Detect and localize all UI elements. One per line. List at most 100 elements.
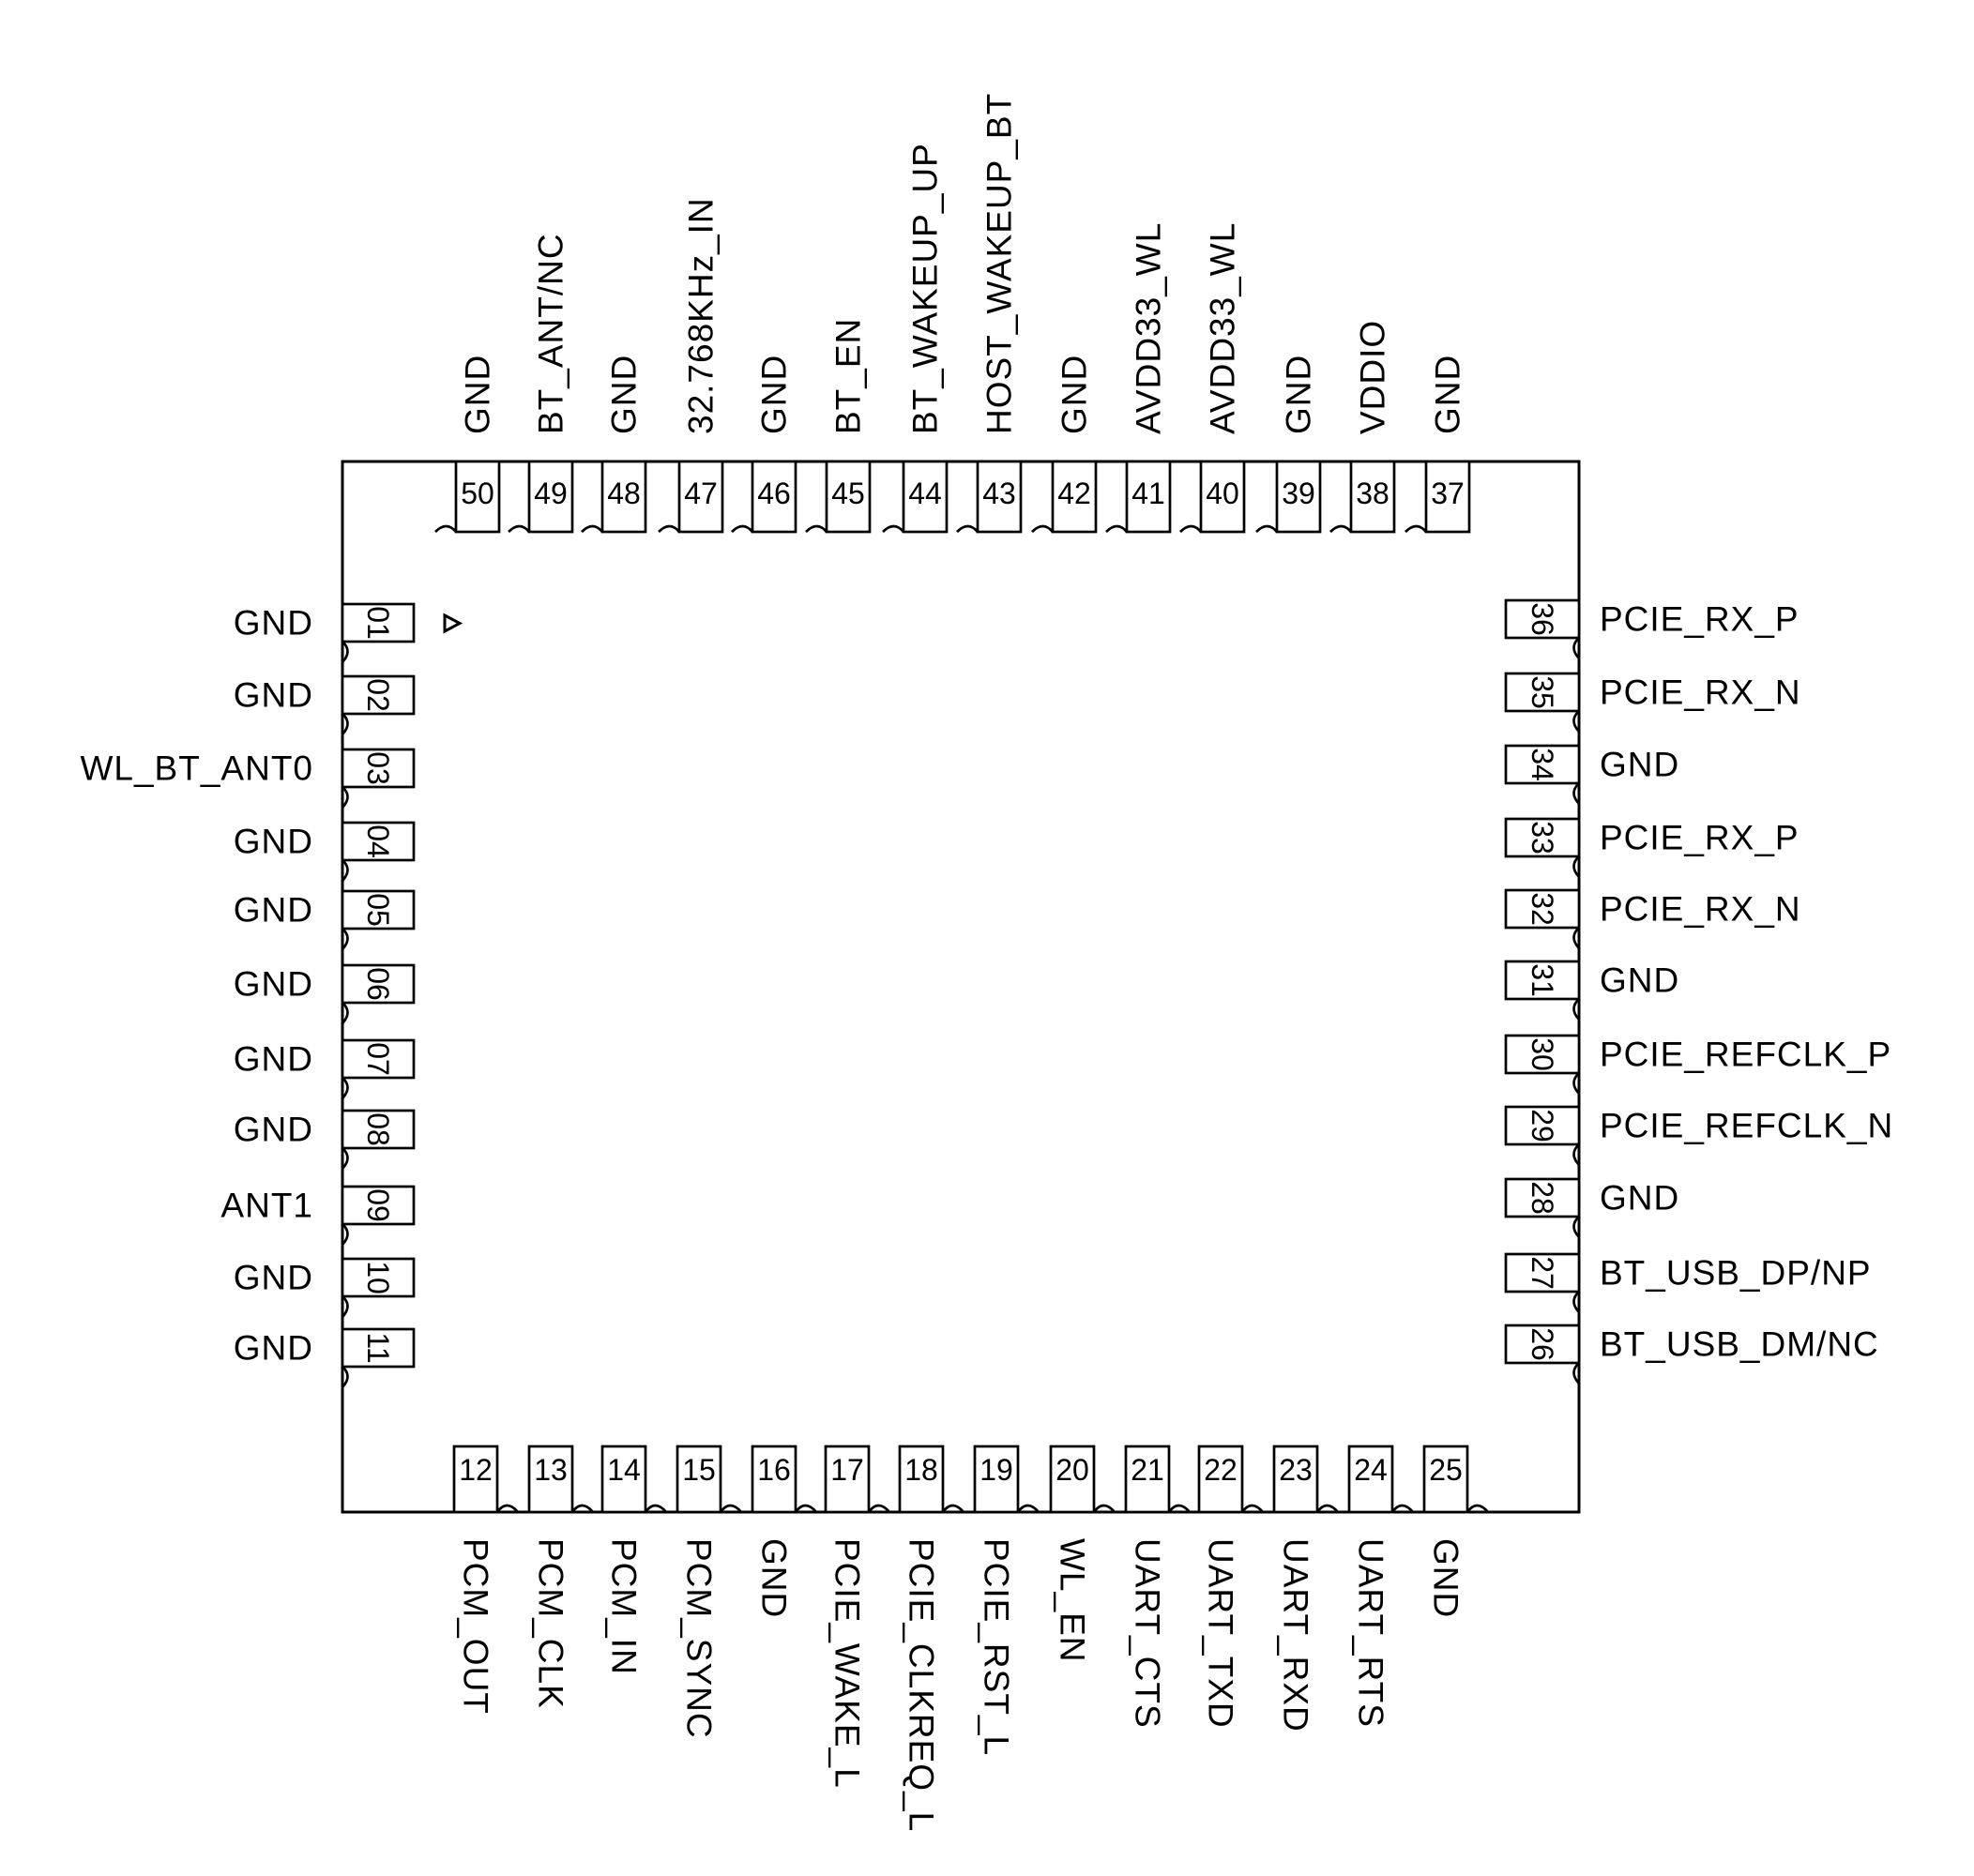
pin-edge-curve — [581, 524, 604, 533]
pin-number: 06 — [361, 967, 395, 1001]
pin-edge-curve — [941, 1504, 965, 1513]
pin-number: 43 — [982, 477, 1016, 510]
pin-number: 42 — [1057, 477, 1091, 510]
pin-number: 02 — [361, 678, 395, 712]
pin-box — [973, 1445, 1020, 1514]
pin-edge-curve — [1390, 1504, 1415, 1513]
pin-name: PCIE_REFCLK_P — [1600, 1036, 1891, 1074]
pin-edge-curve — [1572, 998, 1581, 1021]
pin-box — [452, 1445, 499, 1514]
pin-name: PCIE_CLKREQ_L — [903, 1538, 941, 1832]
pin-edge-curve — [644, 1504, 668, 1513]
pin-edge-curve — [658, 524, 681, 533]
pin-number: 34 — [1526, 748, 1559, 781]
pin-edge-curve — [341, 1077, 349, 1099]
pin-number: 07 — [361, 1042, 395, 1076]
pin-name: PCM_IN — [605, 1538, 644, 1675]
pin-number: 12 — [459, 1453, 493, 1487]
pin-name: PCIE_RX_P — [1600, 819, 1799, 857]
pin-box — [1504, 598, 1581, 640]
top-pin-group: 50GND49BT_ANT/NC48GND4732.768KHz_IN46GND… — [434, 93, 1471, 534]
pin-name: UART_RXD — [1277, 1538, 1315, 1732]
pin-box — [1504, 1034, 1581, 1075]
pin-name: PCIE_RX_N — [1600, 673, 1801, 712]
pin-name: AVDD33_WL — [1204, 222, 1242, 434]
pin-edge-curve — [341, 786, 349, 809]
pin-number: 09 — [361, 1188, 395, 1222]
pin-name: PCIE_WAKE_L — [828, 1538, 867, 1789]
pin-name: GND — [1600, 746, 1679, 784]
bottom-pin-group: 12PCM_OUT13PCM_CLK14PCM_IN15PCM_SYNC16GN… — [452, 1445, 1490, 1832]
pin-box — [1424, 460, 1471, 534]
pin-edge-curve — [341, 1295, 349, 1318]
pin-edge-curve — [1329, 524, 1353, 533]
pin-box — [527, 1445, 574, 1514]
pin-number: 04 — [361, 825, 395, 858]
pin-number: 16 — [757, 1453, 791, 1487]
pin-name: PCM_OUT — [457, 1538, 495, 1715]
pin-edge-curve — [1572, 1143, 1581, 1166]
pin-box — [825, 460, 872, 534]
pin-name: BT_ANT/NC — [532, 233, 570, 434]
pin-edge-curve — [805, 524, 828, 533]
pin-box — [1504, 960, 1581, 1001]
right-pin: 30 PCIE_REFCLK_P — [1504, 1034, 1891, 1095]
pin-box — [1197, 1445, 1244, 1514]
pin-box — [600, 1445, 647, 1514]
pin-number: 05 — [361, 893, 395, 927]
pin-number: 18 — [904, 1453, 938, 1487]
pin-box — [341, 1257, 416, 1298]
pin-name: PCM_SYNC — [680, 1538, 719, 1739]
pin-number: 14 — [607, 1453, 641, 1487]
pin-box — [1504, 744, 1581, 785]
pin-box — [1504, 1252, 1581, 1294]
pin-box — [341, 1109, 416, 1150]
pin-edge-curve — [1240, 1504, 1265, 1513]
pin-number: 31 — [1526, 963, 1559, 997]
pin-number: 08 — [361, 1112, 395, 1146]
pin-name: UART_CTS — [1129, 1538, 1167, 1729]
pin-box — [1504, 672, 1581, 713]
pin-number: 30 — [1526, 1037, 1559, 1071]
pin-number: 26 — [1526, 1327, 1559, 1361]
pin-number: 33 — [1526, 821, 1559, 855]
pin-edge-curve — [719, 1504, 743, 1513]
pin-number: 20 — [1055, 1453, 1089, 1487]
pin-number: 19 — [979, 1453, 1013, 1487]
pin-box — [1504, 1177, 1581, 1218]
pin-number: 23 — [1279, 1453, 1313, 1487]
pin-edge-curve — [1315, 1504, 1340, 1513]
pin-name: HOST_WAKEUP_BT — [980, 93, 1019, 434]
pin-number: 25 — [1429, 1453, 1463, 1487]
pin-name: BT_EN — [829, 318, 868, 434]
pin-box — [341, 1185, 416, 1226]
pin-name: GND — [1280, 355, 1318, 434]
pin-name: GND — [605, 355, 644, 434]
pin-edge-curve — [341, 859, 349, 882]
pin-edge-curve — [1572, 855, 1581, 878]
pin-edge-curve — [956, 524, 979, 533]
pin-name: PCIE_REFCLK_N — [1600, 1107, 1893, 1145]
top-pin: 43 HOST_WAKEUP_BT — [956, 93, 1023, 534]
